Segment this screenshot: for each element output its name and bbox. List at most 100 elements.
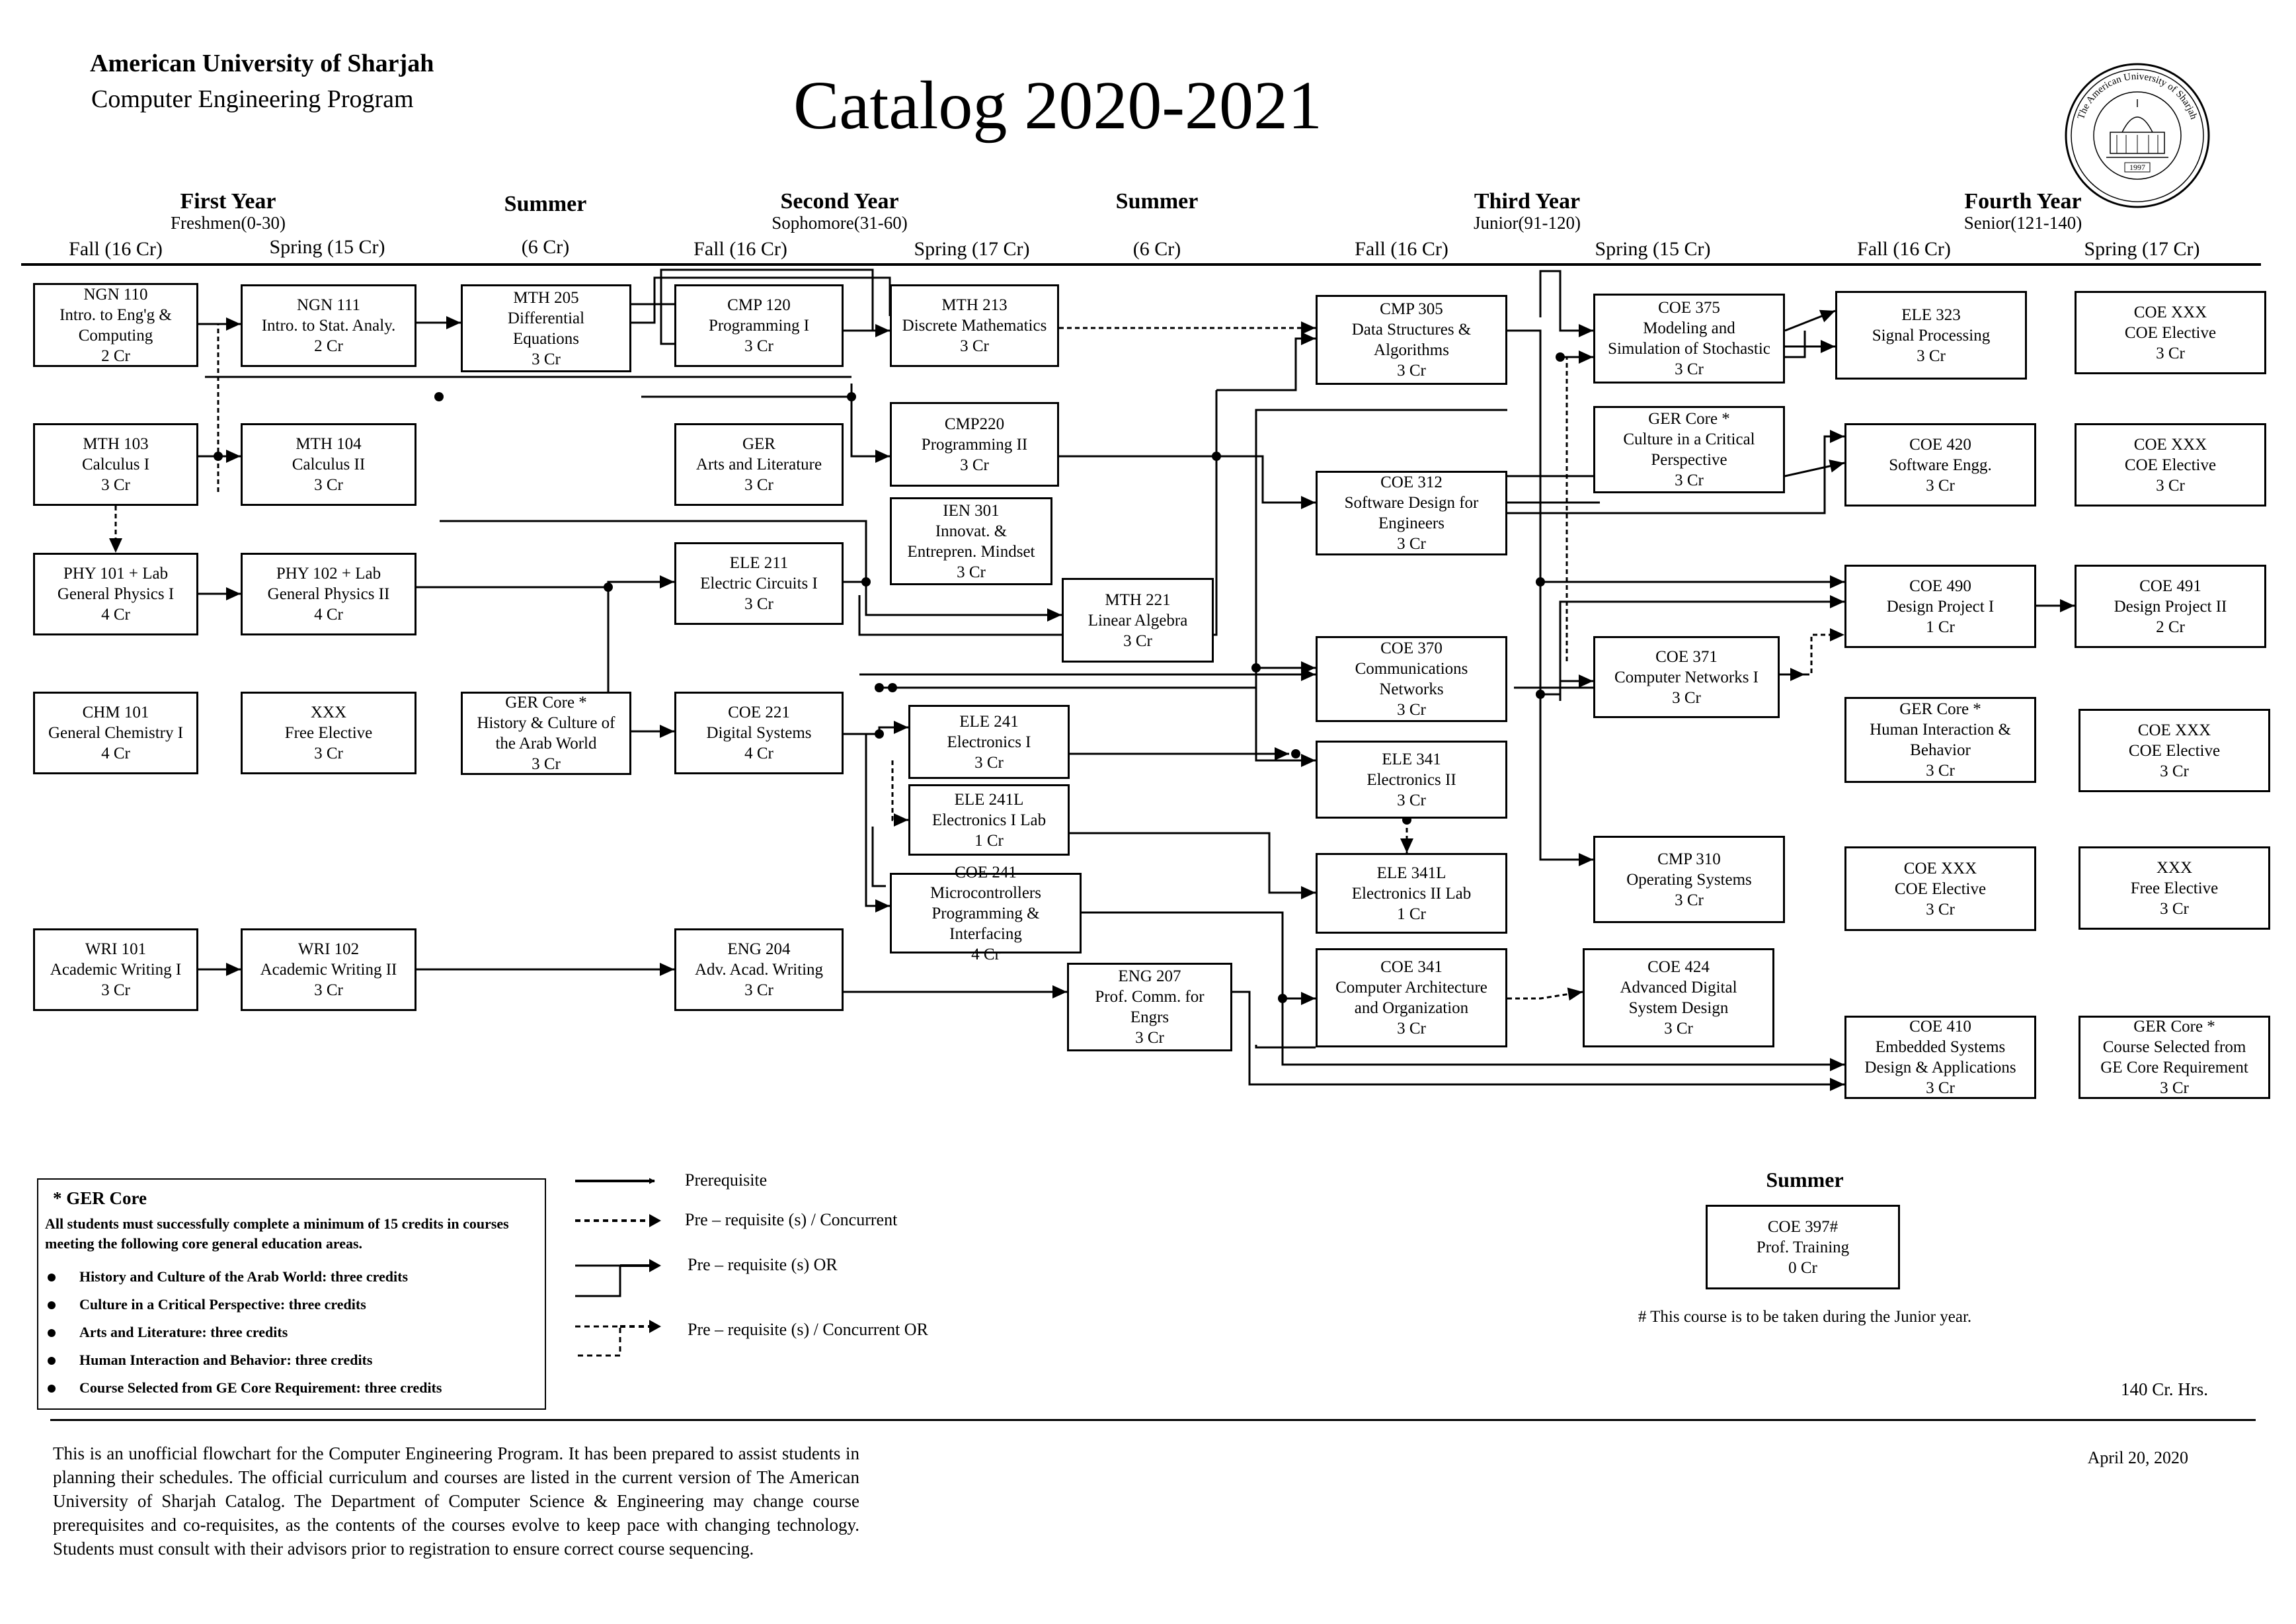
footer-rule xyxy=(50,1419,2256,1421)
course-wri101: WRI 101 Academic Writing I 3 Cr xyxy=(33,928,198,1011)
junction-dot xyxy=(604,583,613,592)
course-ger-critical-perspective: GER Core * Culture in a Critical Perspec… xyxy=(1593,406,1785,493)
university-seal-logo: The American University of Sharjah 1997 xyxy=(2063,61,2212,210)
arrowhead-icon xyxy=(109,538,122,553)
prerequisite-wire xyxy=(1559,600,1844,701)
course-coe375: COE 375 Modeling and Simulation of Stoch… xyxy=(1593,294,1785,384)
course-coe424: COE 424 Advanced Digital System Design 3… xyxy=(1583,948,1774,1047)
course-ele341l: ELE 341L Electronics II Lab 1 Cr xyxy=(1316,853,1507,934)
program-name: Computer Engineering Program xyxy=(91,85,414,113)
year-subtitle-third: Junior(91-120) xyxy=(1474,213,1581,233)
arrowhead-icon xyxy=(1275,747,1289,760)
junction-dot xyxy=(1251,663,1261,672)
prerequisite-wire xyxy=(1232,991,1844,1086)
course-cmp310: CMP 310 Operating Systems 3 Cr xyxy=(1593,836,1785,923)
ger-core-item: Culture in a Critical Perspective: three… xyxy=(79,1296,366,1313)
legend-concurrent-or: Pre – requisite (s) / Concurrent OR xyxy=(688,1320,928,1339)
course-cmp120: CMP 120 Programming I 3 Cr xyxy=(674,284,844,367)
arrowhead-icon xyxy=(226,450,241,463)
year-title-first: First Year xyxy=(180,189,276,214)
arrowhead-icon xyxy=(226,963,241,976)
course-coe371: COE 371 Computer Networks I 3 Cr xyxy=(1593,636,1780,718)
arrowhead-icon xyxy=(660,963,674,976)
year-title-third: Third Year xyxy=(1474,189,1581,214)
course-coe-elective: COE XXX COE Elective 3 Cr xyxy=(2075,291,2266,374)
course-ngn111: NGN 111 Intro. to Stat. Analy. 2 Cr xyxy=(241,284,416,367)
arrowhead-icon xyxy=(1579,674,1593,688)
course-coe397: COE 397# Prof. Training 0 Cr xyxy=(1706,1205,1900,1289)
summer-training-title: Summer xyxy=(1766,1168,1844,1192)
disclaimer-text: This is an unofficial flowchart for the … xyxy=(53,1443,859,1559)
course-ele241l: ELE 241L Electronics I Lab 1 Cr xyxy=(908,784,1070,856)
course-eng207: ENG 207 Prof. Comm. for Engrs 3 Cr xyxy=(1067,963,1232,1051)
arrowhead-icon xyxy=(1830,1058,1844,1071)
prerequisite-wire xyxy=(1082,911,1316,1000)
arrowhead-icon xyxy=(226,587,241,600)
arrowhead-icon xyxy=(1301,754,1316,767)
junction-dot xyxy=(847,392,856,401)
arrowhead-icon xyxy=(1052,985,1067,998)
prerequisite-wire xyxy=(1805,633,1844,676)
legend-prerequisite: Prerequisite xyxy=(685,1170,768,1190)
prerequisite-wire xyxy=(1507,991,1583,1000)
university-name: American University of Sharjah xyxy=(90,50,434,77)
summer-training-note: # This course is to be taken during the … xyxy=(1638,1308,1972,1326)
course-ele341: ELE 341 Electronics II 3 Cr xyxy=(1316,741,1507,819)
arrowhead-icon xyxy=(1400,838,1413,853)
course-coe-elective: COE XXX COE Elective 3 Cr xyxy=(2075,423,2266,507)
junction-dot xyxy=(875,729,884,739)
year-subtitle-fourth: Senior(121-140) xyxy=(1963,213,2082,233)
course-mth104: MTH 104 Calculus II 3 Cr xyxy=(241,423,416,506)
course-ger-selected: GER Core * Course Selected from GE Core … xyxy=(2078,1016,2270,1099)
course-ien301: IEN 301 Innovat. & Entrepren. Mindset 3 … xyxy=(890,497,1052,585)
course-eng204: ENG 204 Adv. Acad. Writing 3 Cr xyxy=(674,928,844,1011)
junction-dot xyxy=(1278,994,1287,1003)
catalog-title: Catalog 2020-2021 xyxy=(793,67,1323,143)
ger-core-item: Arts and Literature: three credits xyxy=(79,1324,288,1340)
year-subtitle-first: Freshmen(0-30) xyxy=(171,213,286,233)
prerequisite-wire xyxy=(1255,409,1507,688)
semester-label: Fall (16 Cr) xyxy=(693,238,787,260)
arrowhead-icon xyxy=(875,450,890,463)
prerequisite-wire xyxy=(440,520,1062,616)
semester-label: Spring (17 Cr) xyxy=(914,238,1030,260)
course-coe-elective: COE XXX COE Elective 3 Cr xyxy=(2078,709,2270,792)
junction-dot xyxy=(214,452,223,461)
arrowhead-icon xyxy=(1830,595,1844,608)
course-ele211: ELE 211 Electric Circuits I 3 Cr xyxy=(674,542,844,625)
ger-core-legend xyxy=(37,1178,546,1410)
bullet-icon xyxy=(48,1357,56,1365)
arrowhead-icon xyxy=(1579,350,1593,364)
arrowhead-icon xyxy=(1047,608,1062,622)
junction-dot xyxy=(1556,352,1565,362)
ger-core-item: Course Selected from GE Core Requirement… xyxy=(79,1379,442,1396)
course-mth103: MTH 103 Calculus I 3 Cr xyxy=(33,423,198,506)
semester-label: Spring (15 Cr) xyxy=(269,236,385,258)
arrowhead-icon xyxy=(1829,460,1844,473)
arrowhead-icon xyxy=(1301,886,1316,899)
course-mth213: MTH 213 Discrete Mathematics 3 Cr xyxy=(890,284,1059,367)
course-phy101: PHY 101 + Lab General Physics I 4 Cr xyxy=(33,553,198,635)
course-coe241: COE 241 Microcontrollers Programming & I… xyxy=(890,864,1082,963)
arrowhead-icon xyxy=(226,317,241,331)
course-coe410: COE 410 Embedded Systems Design & Applic… xyxy=(1844,1016,2036,1099)
arrowhead-icon xyxy=(1819,309,1835,323)
prerequisite-wire xyxy=(641,395,890,458)
course-coe-elective: COE XXX COE Elective 3 Cr xyxy=(1844,846,2036,931)
prerequisite-wire xyxy=(1507,329,1593,861)
arrowhead-icon xyxy=(1830,1078,1844,1091)
course-coe312: COE 312 Software Design for Engineers 3 … xyxy=(1316,471,1507,555)
arrowhead-icon xyxy=(660,575,674,589)
course-mth221: MTH 221 Linear Algebra 3 Cr xyxy=(1062,578,1214,663)
course-ger-history-culture: GER Core * History & Culture of the Arab… xyxy=(461,692,631,775)
arrowhead-icon xyxy=(1567,987,1583,1001)
arrowhead-icon xyxy=(1790,668,1805,681)
arrowhead-icon xyxy=(1301,668,1316,681)
arrowhead-icon xyxy=(1301,496,1316,509)
year-subtitle-second: Sophomore(31-60) xyxy=(772,213,908,233)
semester-label: Fall (16 Cr) xyxy=(1857,238,1951,260)
junction-dot xyxy=(875,683,884,692)
course-coe420: COE 420 Software Engg. 3 Cr xyxy=(1844,423,2036,507)
total-credits: 140 Cr. Hrs. xyxy=(2120,1379,2208,1399)
